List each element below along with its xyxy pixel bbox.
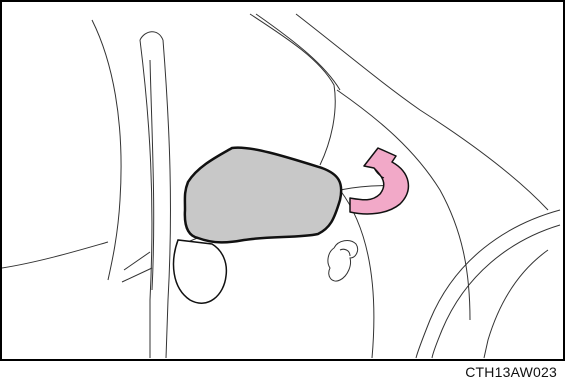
figure-code-label: CTH13AW023	[465, 364, 557, 380]
